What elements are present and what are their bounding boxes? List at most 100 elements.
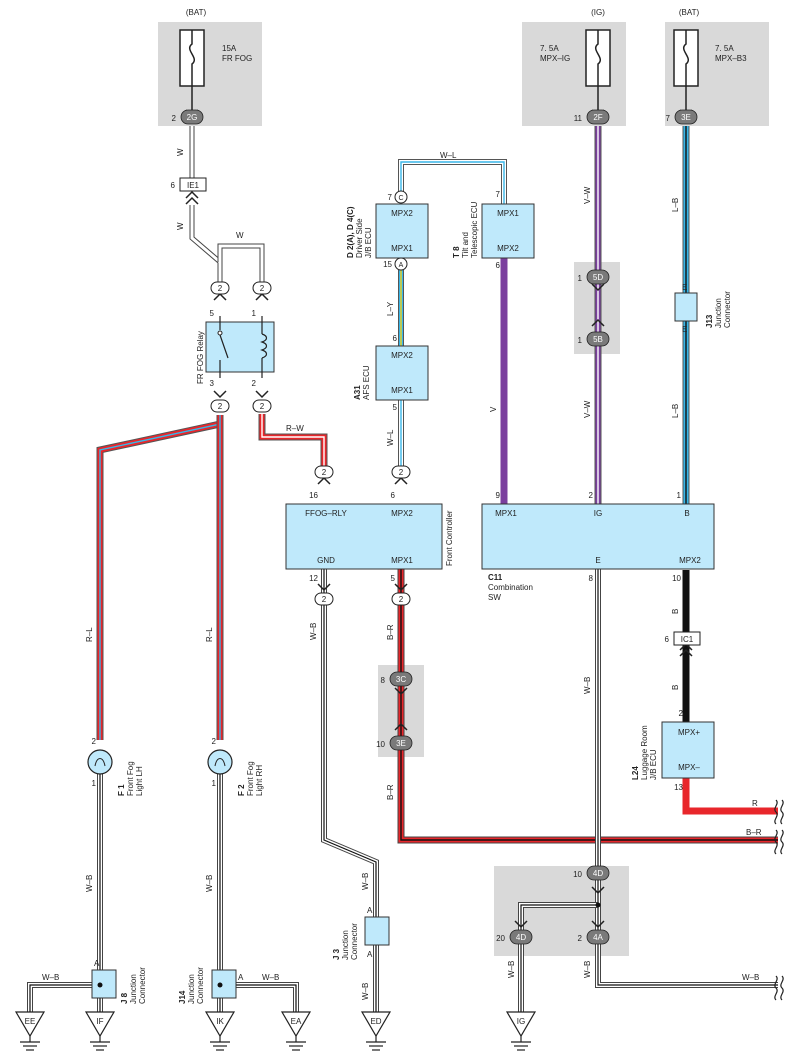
relay-pin1: 1 bbox=[252, 309, 257, 318]
fuse1-name: FR FOG bbox=[222, 54, 252, 63]
wire-label-r-w: R–W bbox=[286, 424, 304, 433]
svg-text:5D: 5D bbox=[593, 273, 603, 282]
svg-text:11: 11 bbox=[574, 114, 583, 123]
combo-pin10: 10 bbox=[672, 574, 681, 583]
ground-ig-label: IG bbox=[517, 1017, 525, 1026]
connector-ic1: IC1 6 bbox=[665, 631, 701, 646]
j8-a: A bbox=[94, 959, 100, 968]
combo-mpx1: MPX1 bbox=[495, 509, 517, 518]
j3-name1: Junction bbox=[341, 930, 350, 960]
connector-front-ffog: 2 bbox=[314, 465, 334, 479]
wire-label-v-w-top: V–W bbox=[583, 186, 592, 204]
front-mpx1: MPX1 bbox=[391, 556, 413, 565]
wire-w-ie1-relay bbox=[189, 205, 265, 282]
connector-4a: 4A 2 bbox=[578, 929, 610, 945]
d2-name1: Driver Side bbox=[355, 218, 364, 258]
svg-text:2: 2 bbox=[322, 595, 327, 604]
wire-label-w-2: W bbox=[176, 222, 185, 230]
connector-relay-bottom-left: 2 bbox=[210, 399, 230, 413]
relay-pin2: 2 bbox=[252, 379, 257, 388]
j8-name1: Junction bbox=[129, 974, 138, 1004]
combo-pin8: 8 bbox=[589, 574, 594, 583]
wire-label-w-b-combo: W–B bbox=[583, 677, 592, 694]
j13-name2: Connector bbox=[723, 291, 732, 328]
l24-mpx-minus: MPX– bbox=[678, 763, 700, 772]
svg-text:7: 7 bbox=[388, 193, 393, 202]
j14-name2: Connector bbox=[196, 967, 205, 1004]
wire-label-w-l-top: W–L bbox=[440, 151, 457, 160]
l24-luggage-room-ecu-box bbox=[661, 721, 715, 779]
j3-a-top: A bbox=[367, 906, 373, 915]
combo-code: C11 bbox=[488, 573, 503, 582]
fog-light-rh-icon bbox=[207, 749, 233, 775]
wire-label-b-1: B bbox=[671, 609, 680, 614]
wire-label-b-r-2: B–R bbox=[386, 784, 395, 800]
wire-label-l-b-top: L–B bbox=[671, 198, 680, 212]
svg-text:1: 1 bbox=[578, 274, 583, 283]
j13-e-bottom: E bbox=[682, 325, 687, 334]
wire-label-v: V bbox=[489, 406, 498, 412]
connector-front-mpx1: 2 bbox=[391, 592, 411, 606]
t8-name2: Telescopic ECU bbox=[470, 201, 479, 258]
fuse3-name: MPX–B3 bbox=[715, 54, 747, 63]
fuse2-amp: 7. 5A bbox=[540, 44, 559, 53]
svg-text:15: 15 bbox=[383, 260, 392, 269]
f2-code: F 2 bbox=[237, 784, 246, 796]
front-pin5: 5 bbox=[391, 574, 396, 583]
j14-name1: Junction bbox=[187, 974, 196, 1004]
f1-pin1: 1 bbox=[92, 779, 97, 788]
j3-junction-connector-box bbox=[364, 916, 390, 946]
d2-code: D 2(A), D 4(C) bbox=[346, 206, 355, 258]
connector-front-mpx2: 2 bbox=[391, 465, 411, 479]
connector-3c: 3C 8 bbox=[381, 671, 413, 687]
j14-a: A bbox=[238, 973, 244, 982]
bat2-label: (BAT) bbox=[679, 8, 700, 17]
front-pin6: 6 bbox=[391, 491, 396, 500]
junction-dot-j8 bbox=[97, 982, 103, 988]
svg-text:5B: 5B bbox=[593, 335, 603, 344]
svg-text:4A: 4A bbox=[593, 933, 603, 942]
j3-a-bottom: A bbox=[367, 950, 373, 959]
wire-label-r-l-lh: R–L bbox=[85, 627, 94, 642]
j8-junction-connector-box bbox=[91, 969, 117, 999]
fuse-mpx-ig bbox=[585, 29, 611, 87]
connector-3e-top: 3E 7 bbox=[666, 109, 698, 125]
j14-junction-connector-box bbox=[211, 969, 237, 999]
f2-name1: Front Fog bbox=[246, 761, 255, 796]
l24-code: L24 bbox=[631, 766, 640, 780]
svg-text:2: 2 bbox=[322, 468, 327, 477]
combo-pin9: 9 bbox=[496, 491, 501, 500]
svg-text:2: 2 bbox=[399, 595, 404, 604]
ground-ea-label: EA bbox=[291, 1017, 302, 1026]
ground-ea-icon: EA bbox=[280, 1011, 312, 1051]
front-controller-box bbox=[285, 503, 443, 570]
combo-mpx2: MPX2 bbox=[679, 556, 701, 565]
wire-label-w-b-4a: W–B bbox=[583, 961, 592, 978]
fuse3-amp: 7. 5A bbox=[715, 44, 734, 53]
f2-name2: Light RH bbox=[255, 765, 264, 796]
wire-b-r-front-out bbox=[397, 569, 778, 844]
svg-text:7: 7 bbox=[666, 114, 671, 123]
connector-d2-a: A 15 bbox=[383, 257, 408, 271]
j13-junction-connector-box bbox=[674, 292, 698, 322]
connector-2f: 2F 11 bbox=[574, 109, 610, 125]
t8-code: T 8 bbox=[452, 246, 461, 258]
ig-label: (IG) bbox=[591, 8, 605, 17]
combo-e: E bbox=[595, 556, 600, 565]
relay-name: FR FOG Relay bbox=[196, 331, 205, 384]
t8-tilt-telescopic-ecu-box bbox=[481, 203, 535, 259]
a31-mpx1: MPX1 bbox=[391, 386, 413, 395]
l24-pin13: 13 bbox=[674, 783, 683, 792]
wire-r-l-fog-lh bbox=[96, 415, 224, 740]
connector-5d: 5D 1 bbox=[578, 269, 610, 285]
wire-label-w-b-4d: W–B bbox=[507, 961, 516, 978]
svg-text:2: 2 bbox=[260, 402, 265, 411]
svg-text:2: 2 bbox=[399, 468, 404, 477]
wire-label-w-b-j8-left: W–B bbox=[42, 973, 59, 982]
ground-ee-icon: EE bbox=[14, 1011, 46, 1051]
j3-name2: Connector bbox=[350, 923, 359, 960]
svg-text:IC1: IC1 bbox=[681, 635, 694, 644]
svg-text:2: 2 bbox=[260, 284, 265, 293]
